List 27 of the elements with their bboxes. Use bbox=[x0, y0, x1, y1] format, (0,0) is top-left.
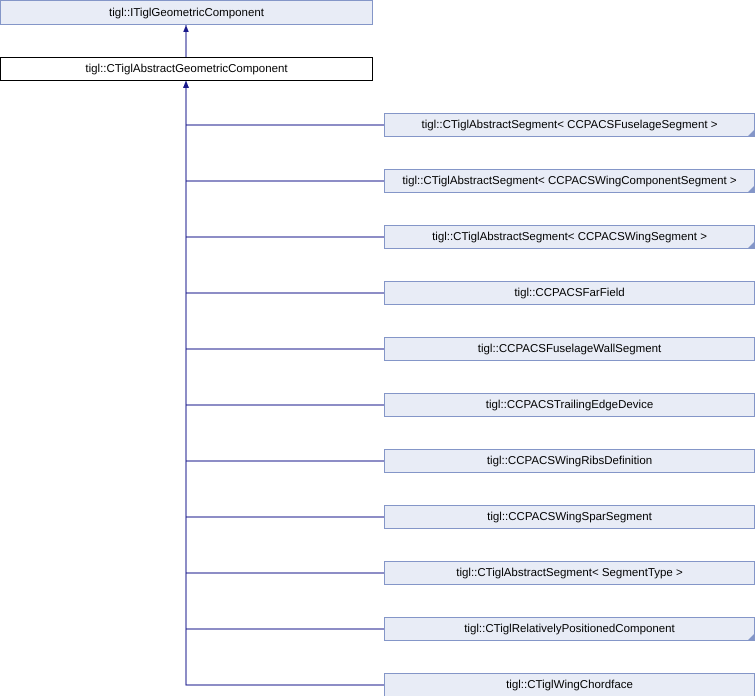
class-name: tigl::CTiglWingChordface bbox=[506, 678, 633, 692]
class-name: tigl::CTiglAbstractSegment< SegmentType > bbox=[456, 566, 683, 580]
class-box bbox=[384, 393, 755, 417]
class-box bbox=[384, 225, 755, 249]
class-box bbox=[0, 57, 373, 81]
class-name: tigl::CTiglAbstractSegment< CCPACSWingComponentSegment > bbox=[402, 174, 737, 188]
class-box bbox=[384, 169, 755, 193]
class-box bbox=[384, 337, 755, 361]
class-name: tigl::CCPACSWingSparSegment bbox=[487, 510, 652, 524]
class-name: tigl::CTiglRelativelyPositionedComponent bbox=[464, 622, 675, 636]
class-box bbox=[384, 113, 755, 137]
class-box bbox=[0, 0, 373, 25]
class-box bbox=[384, 561, 755, 585]
class-name: tigl::CCPACSTrailingEdgeDevice bbox=[486, 398, 654, 412]
class-box bbox=[384, 449, 755, 473]
class-box bbox=[384, 505, 755, 529]
class-box bbox=[384, 673, 755, 696]
inheritance-arrow bbox=[183, 24, 189, 58]
class-name: tigl::CTiglAbstractSegment< CCPACSFuselageSegment > bbox=[422, 118, 718, 132]
class-name: tigl::CCPACSFuselageWallSegment bbox=[478, 342, 662, 356]
class-box bbox=[384, 281, 755, 305]
class-name: tigl::CCPACSFarField bbox=[514, 286, 625, 300]
class-name: tigl::ITiglGeometricComponent bbox=[109, 6, 264, 20]
class-name: tigl::CTiglAbstractGeometricComponent bbox=[85, 62, 288, 76]
class-name: tigl::CTiglAbstractSegment< CCPACSWingSegment > bbox=[432, 230, 707, 244]
class-name: tigl::CCPACSWingRibsDefinition bbox=[486, 454, 652, 468]
class-box bbox=[384, 617, 755, 641]
